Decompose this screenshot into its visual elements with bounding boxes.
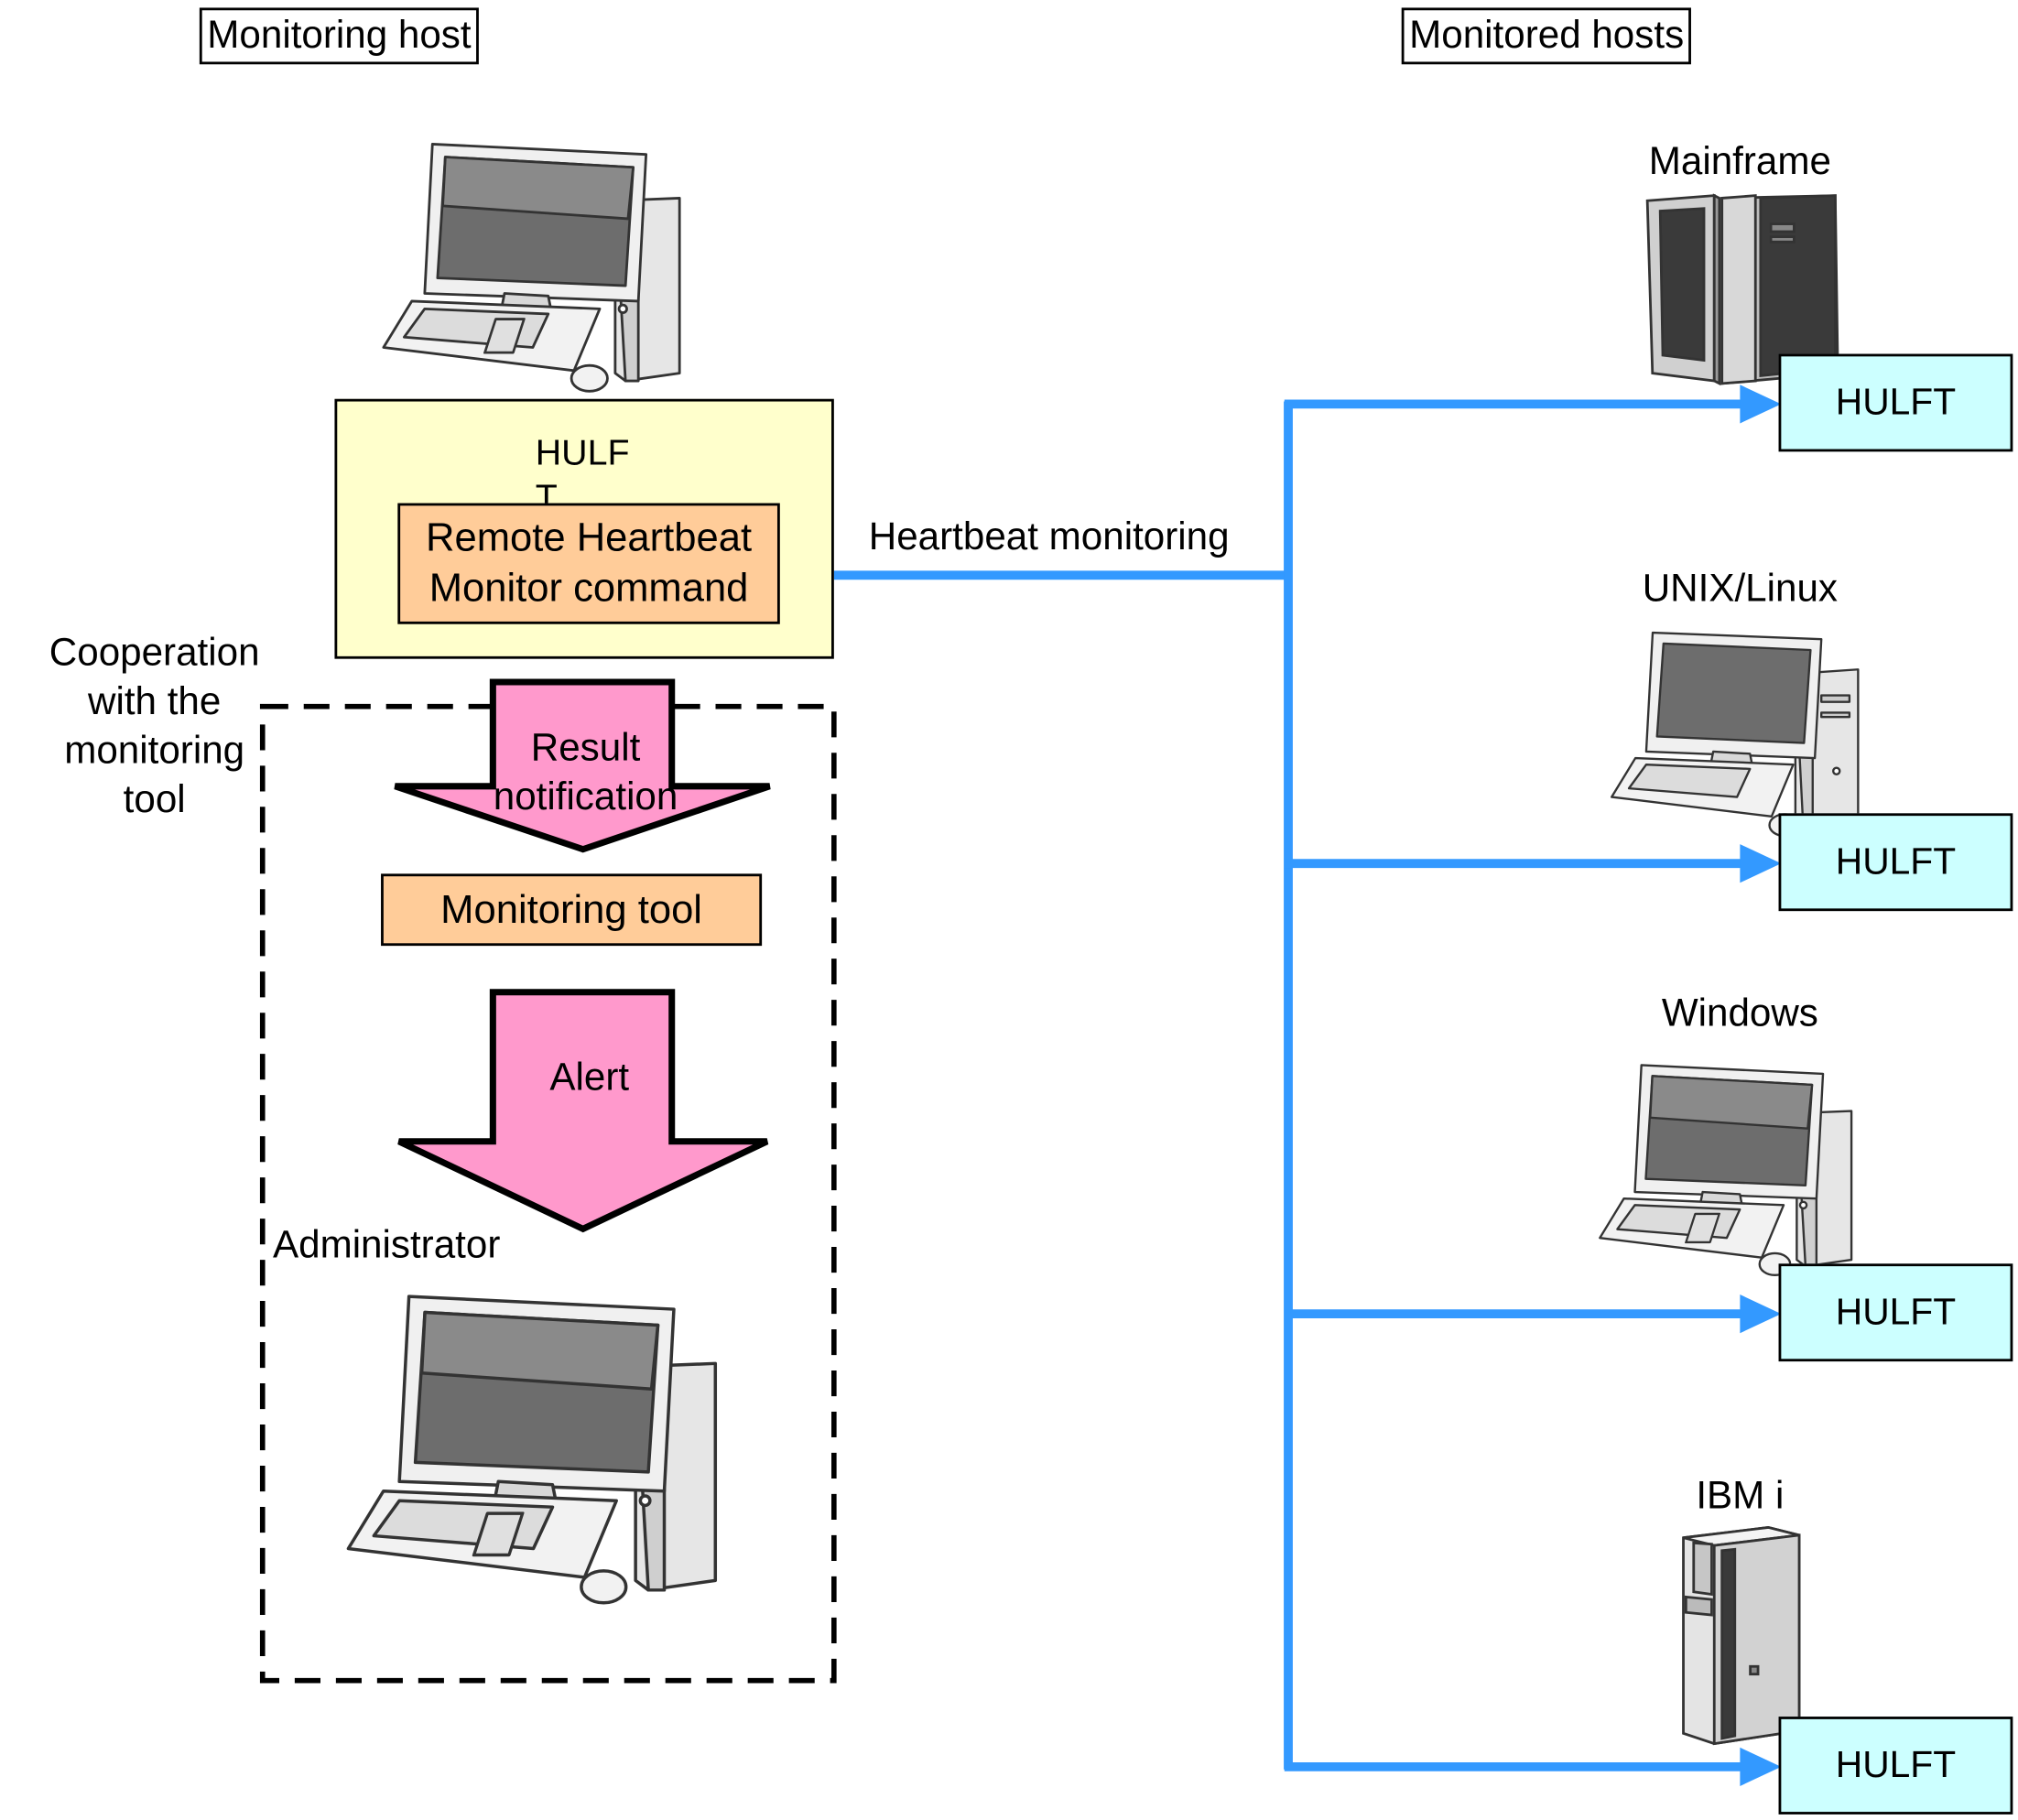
- hulft-box-unix-linux: HULFT: [1778, 813, 2013, 912]
- hulft-box-windows: HULFT: [1778, 1263, 2013, 1362]
- remote-heartbeat-command-label: Remote Heartbeat Monitor command: [426, 515, 753, 611]
- administrator-label: Administrator: [272, 1223, 501, 1267]
- windows-label: Windows: [1661, 991, 1818, 1035]
- administrator-computer-icon: [346, 1295, 718, 1605]
- monitored-hosts-header: Monitored hosts: [1401, 7, 1692, 65]
- mainframe-label: Mainframe: [1648, 140, 1831, 183]
- heartbeat-lines: [803, 399, 1744, 1771]
- alert-label: Alert: [549, 1056, 630, 1100]
- monitoring-host-computer-icon: [382, 143, 681, 393]
- arrowhead-ibmi: [1740, 1747, 1782, 1786]
- remote-heartbeat-command-box: Remote Heartbeat Monitor command: [397, 503, 780, 624]
- arrowhead-unix: [1740, 844, 1782, 883]
- heartbeat-monitoring-label: Heartbeat monitoring: [868, 515, 1230, 559]
- unix-linux-label: UNIX/Linux: [1642, 567, 1838, 611]
- arrowhead-mainframe: [1740, 385, 1782, 424]
- hulft-label-mainframe: HULFT: [1835, 381, 1957, 423]
- monitoring-tool-label: Monitoring tool: [440, 885, 702, 932]
- windows-computer-icon: [1599, 1064, 1853, 1277]
- cooperation-boundary: [259, 703, 837, 1684]
- hulft-label-windows: HULFT: [1835, 1291, 1957, 1333]
- hulft-label-unix-linux: HULFT: [1835, 840, 1957, 883]
- result-notification-label: Result notification: [493, 727, 678, 819]
- ibm-i-label: IBM i: [1696, 1474, 1785, 1518]
- branch-arrowheads: [1740, 385, 1782, 1786]
- ibm-i-server-icon: [1682, 1526, 1801, 1746]
- arrowhead-windows: [1740, 1295, 1782, 1334]
- monitoring-host-header: Monitoring host: [199, 7, 480, 65]
- mainframe-icon: [1645, 193, 1839, 386]
- hulft-label-ibm-i: HULFT: [1835, 1744, 1957, 1786]
- hulft-box-ibm-i: HULFT: [1778, 1717, 2013, 1815]
- monitoring-tool-box: Monitoring tool: [381, 873, 763, 947]
- hulft-box-mainframe: HULFT: [1778, 353, 2013, 452]
- result-notification-arrow: [394, 678, 771, 853]
- alert-arrow: [397, 989, 769, 1233]
- cooperation-label: Cooperation with the monitoring tool: [49, 632, 260, 822]
